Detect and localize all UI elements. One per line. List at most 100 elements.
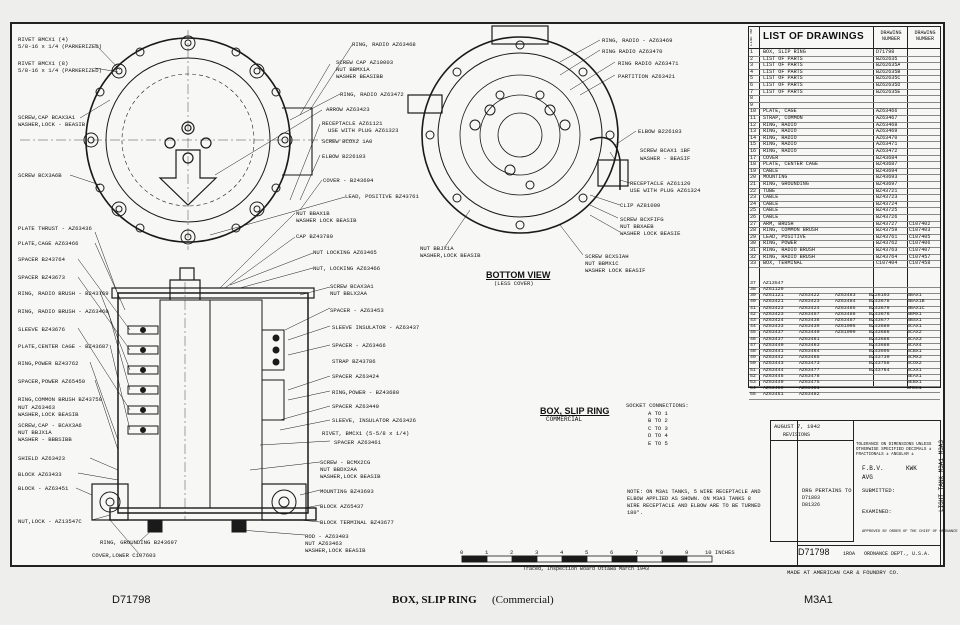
parts-cell: BZ43676: [869, 311, 890, 317]
label-b1: RING RADIO AZ63470: [602, 48, 663, 55]
row-description: CABLE: [763, 167, 779, 174]
row-drawing-number: BZ43724: [876, 200, 898, 207]
parts-cell: BCMX3: [907, 355, 922, 361]
row-number: 24: [750, 200, 757, 207]
parts-cell: AZ63486: [835, 311, 856, 317]
label-c32: MOUNTING BZ43693: [320, 488, 374, 495]
bottom-view-outer: [421, 36, 619, 234]
parts-cell: BBAX1: [907, 293, 922, 299]
row-number: 32: [750, 253, 757, 260]
parts-row-number: 43: [750, 318, 756, 323]
drawing-note: NOTE: ON M3A1 TANKS, 5 WIRE RECEPTACLE A…: [627, 489, 761, 516]
label-c23: SPACER AZ63424: [332, 373, 379, 380]
parts-row-number: 38: [750, 287, 756, 292]
label-b8: USE WITH PLUG AZ61324: [630, 187, 701, 194]
row-drawing-number: BZ43759: [876, 227, 898, 234]
label-c3: WASHER BEASIBB: [336, 73, 383, 80]
label-b12: WASHER LOCK BEASIE: [620, 230, 681, 237]
assembly-title: BOX, SLIP RING: [540, 406, 610, 416]
row-number: 7: [750, 88, 754, 95]
parts-cell: BZ43678: [869, 299, 890, 305]
footer-drawing-number: D71798: [112, 594, 151, 606]
row-description: BOX, SLIP RING: [763, 49, 806, 55]
label-plate-thrust: PLATE THRUST - AZ63436: [18, 225, 92, 232]
pertains-row: D71803: [802, 495, 821, 501]
row-drawing-number: BZ43761: [876, 233, 898, 240]
row-number: 12: [750, 121, 757, 128]
parts-cell: BCAX2: [907, 330, 922, 336]
parts-cell: AZ63481: [799, 386, 820, 392]
row-drawing-number: AZ63466: [876, 108, 898, 115]
label-c11: LEAD, POSITIVE BZ43761: [345, 193, 419, 200]
label-c2: NUT BBMX1A: [336, 66, 370, 73]
label-spacer-2: SPACER BZ43673: [18, 274, 65, 281]
label-b13: SCREW BCXSIAH: [585, 253, 629, 260]
pertains-row: D81326: [802, 502, 821, 508]
receptacle-right: [597, 159, 629, 187]
parts-cell: AZ63473: [799, 361, 820, 367]
row-drawing-number-2: C107405: [909, 233, 931, 240]
row-description: CABLE: [763, 200, 779, 207]
side-section-body: [117, 292, 309, 514]
label-c30: NUT BBDX2AA: [320, 466, 357, 473]
parts-row-number: 46: [750, 336, 756, 342]
parts-cell: AZ63424: [763, 318, 784, 323]
socket-row: A TO 1: [648, 409, 668, 417]
label-ring-radio-brush-1: RING, RADIO BRUSH - B243769: [18, 290, 109, 297]
parts-cell: AZ63440: [799, 330, 820, 336]
drawing-number: D71798: [798, 547, 830, 557]
parts-cell: AZ63475: [799, 380, 820, 385]
radio-rings: [127, 325, 285, 435]
label-b4: ELBOW B226103: [638, 128, 682, 135]
parts-row-number: 41: [750, 305, 756, 311]
parts-cell: AZ63437: [763, 330, 784, 336]
parts-cell: BEAX1: [907, 373, 922, 379]
row-number: 9: [750, 101, 754, 108]
parts-row-number: 48: [750, 349, 756, 354]
row-description: RING, COMMON BRUSH: [763, 227, 819, 234]
parts-cell: BZ43679: [869, 305, 890, 311]
row-drawing-number: BZ43684: [876, 154, 898, 161]
label-ring-common-brush: RING,COMMON BRUSH BZ43759: [18, 396, 102, 403]
drawing-sheet: [10, 22, 945, 567]
row-drawing-number-2: C107457: [909, 253, 931, 260]
parts-cell: BZ43680: [869, 324, 890, 330]
tolerance-note: TOLERANCE ON DIMENSIONS UNLESS OTHERWISE…: [856, 443, 932, 457]
row-description: RING, RADIO BRUSH: [763, 247, 815, 253]
traced-by: AVG: [862, 474, 873, 481]
arrow-outline: [158, 149, 218, 206]
parts-row-number: 47: [750, 342, 756, 348]
parts-cell: AZ63449: [763, 380, 784, 385]
socket-row: B TO 2: [648, 417, 668, 424]
parts-cell: BZ43688: [869, 342, 890, 348]
socket-title: SOCKET CONNECTIONS:: [626, 402, 689, 409]
row-description: RING, RADIO: [763, 148, 797, 154]
row-drawing-number: BZ43764: [876, 253, 898, 260]
row-drawing-number: BZ43694: [876, 167, 898, 174]
scale-number: 5: [585, 549, 589, 556]
scale-number: 7: [635, 549, 639, 556]
assembly-subtitle: COMMERCIAL: [546, 416, 583, 423]
label-c22: STRAP BZ43786: [332, 358, 376, 365]
row-number: 1: [750, 49, 754, 55]
ordnance-dept: ORDNANCE DEPT., U.S.A.: [864, 551, 931, 557]
scale-number: 4: [560, 549, 564, 556]
label-c12: NUT BBAX1B: [296, 210, 330, 217]
label-c4: RING, RADIO AZ63472: [340, 91, 404, 98]
traced-note: Traced, Inspection Board Ottawa March 19…: [523, 566, 650, 572]
col-line-no: LINE NO: [750, 29, 754, 46]
label-b9: CLIP AZ81009: [620, 202, 661, 209]
parts-cell: BZ26103: [869, 293, 890, 299]
